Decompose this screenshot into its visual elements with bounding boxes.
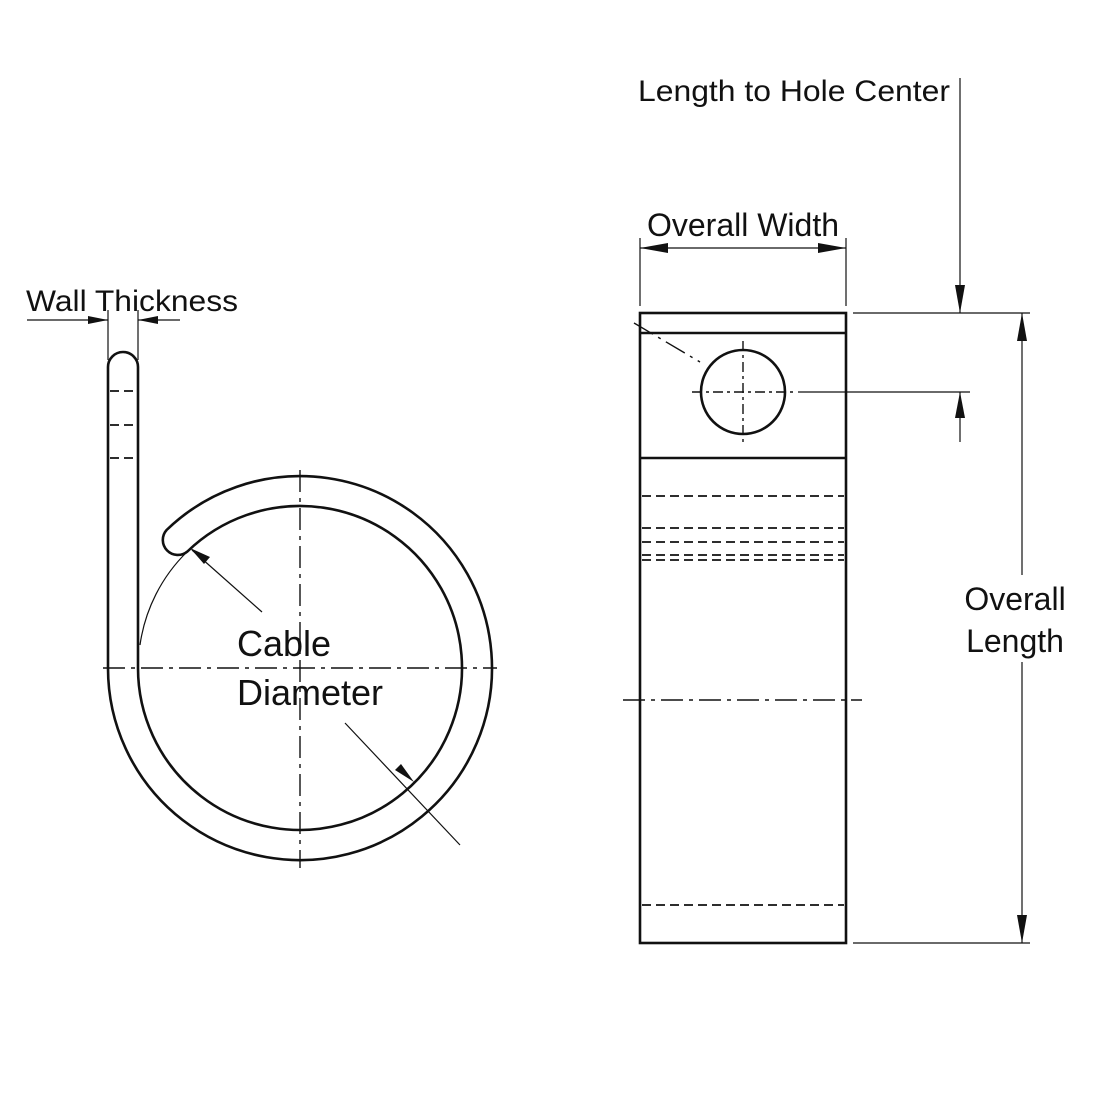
arrow-right-icon — [818, 243, 846, 253]
cable-diameter-label-line2: Diameter — [237, 672, 383, 713]
cable-diameter-leader — [344, 722, 461, 846]
overall-length-label-line1: Overall — [964, 581, 1065, 617]
cable-outline-arc — [139, 551, 188, 646]
arrow-left-icon — [138, 316, 158, 324]
arrow-right-icon — [88, 316, 108, 324]
arrow-up-icon — [1017, 313, 1027, 341]
hole-leader — [633, 322, 701, 363]
arrow-icon — [190, 548, 210, 564]
clip-body — [638, 311, 848, 945]
clip-profile — [106, 350, 494, 862]
overall-length-label-line2: Length — [966, 623, 1064, 659]
overall-width-label: Overall Width — [647, 207, 839, 243]
cable-diameter-label-line1: Cable — [237, 623, 331, 664]
wall-thickness-label: Wall Thickness — [26, 285, 238, 318]
arrow-icon — [395, 764, 414, 782]
arrow-up-icon — [955, 392, 965, 418]
arrow-down-icon — [955, 285, 965, 313]
arrow-down-icon — [1017, 915, 1027, 943]
front-view: Overall Width Length to Hole Center Over… — [623, 75, 1066, 945]
arrow-left-icon — [640, 243, 668, 253]
side-view: Wall Thickness Cable Diameter — [26, 285, 497, 868]
length-to-hole-center-label: Length to Hole Center — [638, 75, 950, 108]
